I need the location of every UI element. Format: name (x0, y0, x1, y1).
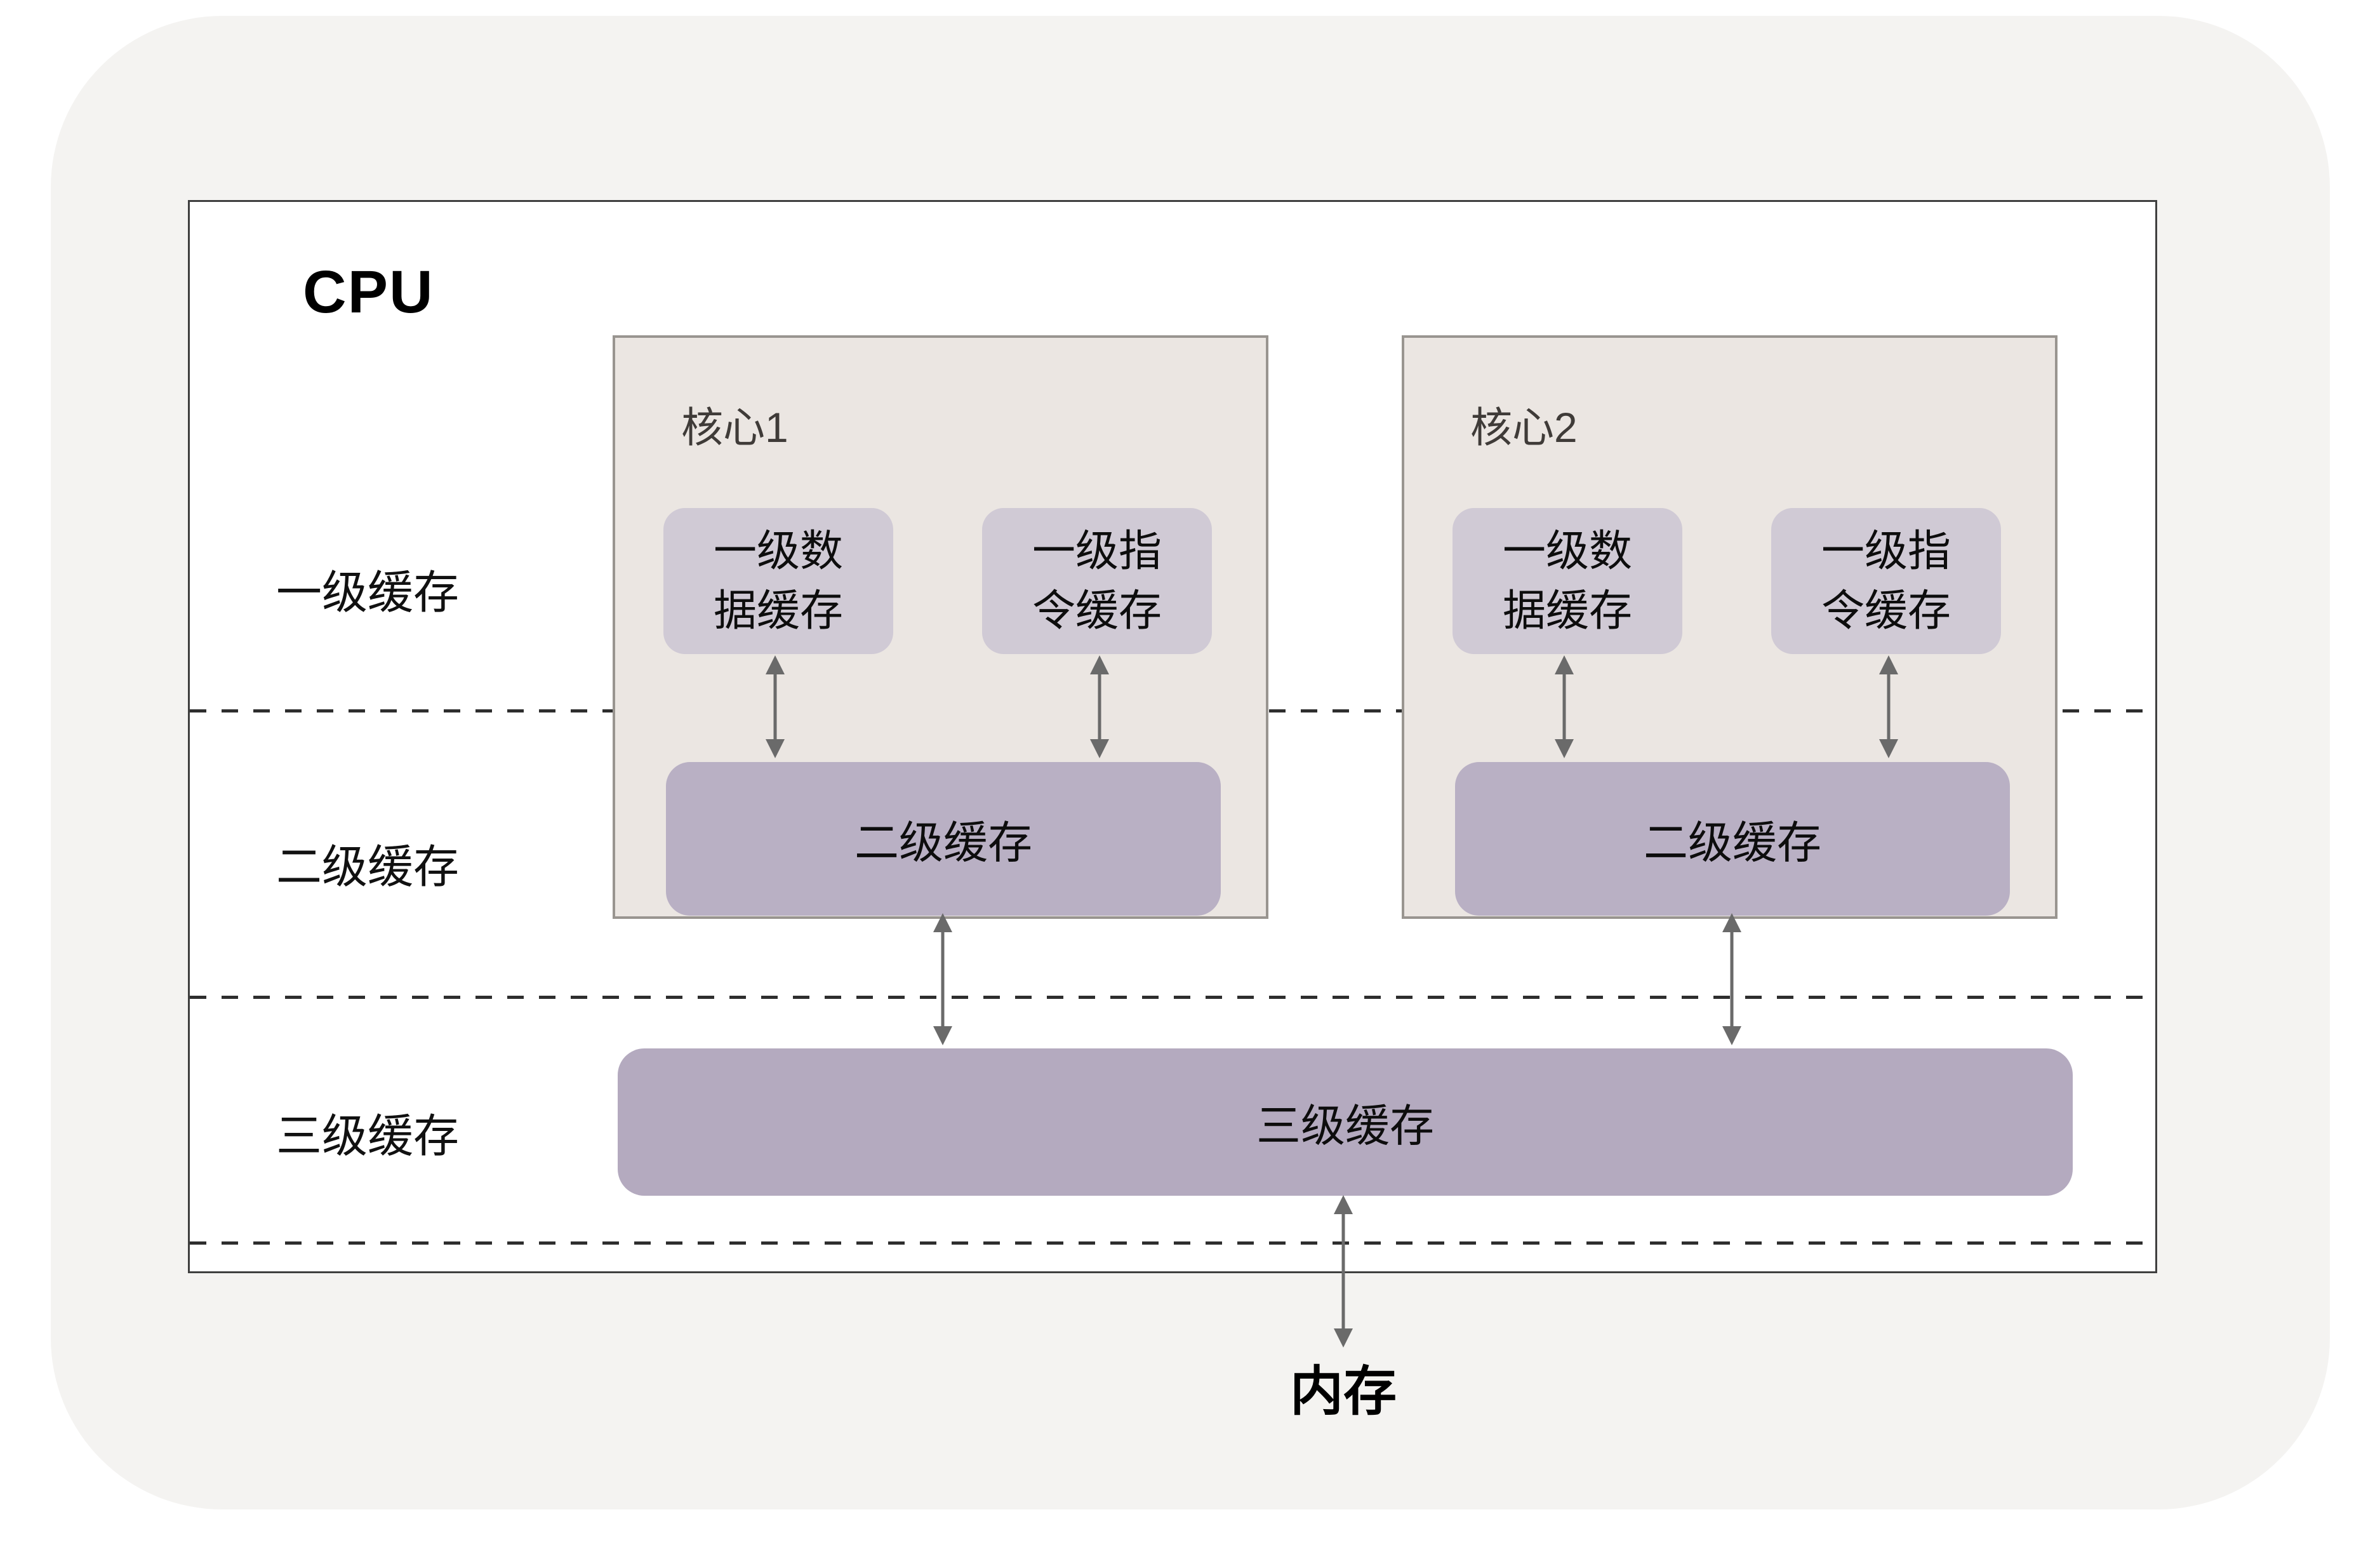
core-1-l1-instruction-cache: 一级指 令缓存 (982, 508, 1212, 654)
core-2-l1-instr-line2: 令缓存 (1821, 587, 1951, 635)
core-1-title: 核心1 (681, 404, 788, 451)
core-1-l2-cache: 二级缓存 (666, 762, 1221, 916)
arrow-shaft (1730, 928, 1734, 1030)
row-label-l2: 二级缓存 (276, 842, 459, 893)
row-label-l3: 三级缓存 (276, 1111, 459, 1162)
double-arrow-icon-core1-l2-l3 (932, 913, 954, 1045)
cpu-title: CPU (303, 258, 434, 326)
core-2-l1-data-line2: 据缓存 (1502, 587, 1632, 635)
core-2-l1-instruction-cache: 一级指 令缓存 (1771, 508, 2001, 654)
core-2-title: 核心2 (1470, 404, 1578, 451)
arrow-shaft (1341, 1210, 1345, 1332)
arrow-shaft (941, 928, 945, 1030)
core-2-l2-label: 二级缓存 (1644, 817, 1821, 867)
arrow-shaft (1098, 671, 1101, 743)
divider-l2-l3 (190, 996, 2155, 999)
row-label-l1: 一级缓存 (276, 568, 459, 619)
arrow-shaft (1887, 671, 1891, 743)
core-2-l1-data-line1: 一级数 (1502, 527, 1632, 575)
arrow-shaft (773, 671, 777, 743)
divider-l3-bottom (190, 1241, 2155, 1245)
core-2-l1-data-cache: 一级数 据缓存 (1453, 508, 1682, 654)
arrow-shaft (1562, 671, 1566, 743)
core-1-l1-instr-line1: 一级指 (1032, 527, 1162, 575)
double-arrow-icon-l3-memory (1333, 1195, 1354, 1348)
arrow-head-down-icon (933, 1026, 952, 1045)
cpu-container: CPU 一级缓存 二级缓存 三级缓存 核心1 一级数 据缓存 一级指 令缓存 二… (188, 200, 2157, 1273)
double-arrow-icon-core1-l1data-l2 (764, 655, 786, 758)
core-1-l1-data-line1: 一级数 (713, 527, 843, 575)
core-1-l1-instr-line2: 令缓存 (1032, 587, 1162, 635)
core-1-l2-label: 二级缓存 (854, 817, 1032, 867)
double-arrow-icon-core1-l1instr-l2 (1089, 655, 1110, 758)
arrow-head-down-icon (1090, 739, 1109, 758)
core-2-box: 核心2 一级数 据缓存 一级指 令缓存 二级缓存 (1402, 335, 2058, 919)
core-2-l2-cache: 二级缓存 (1455, 762, 2010, 916)
core-2-l1-instr-line1: 一级指 (1821, 527, 1951, 575)
arrow-head-down-icon (1879, 739, 1898, 758)
double-arrow-icon-core2-l2-l3 (1721, 913, 1743, 1045)
core-1-box: 核心1 一级数 据缓存 一级指 令缓存 二级缓存 (613, 335, 1268, 919)
arrow-head-down-icon (1334, 1328, 1353, 1348)
arrow-head-down-icon (1555, 739, 1574, 758)
l3-cache: 三级缓存 (618, 1048, 2073, 1196)
l3-label: 三级缓存 (1256, 1100, 1434, 1151)
core-1-l1-data-cache: 一级数 据缓存 (663, 508, 893, 654)
arrow-head-down-icon (766, 739, 785, 758)
core-1-l1-data-line2: 据缓存 (713, 587, 843, 635)
double-arrow-icon-core2-l1data-l2 (1553, 655, 1575, 758)
double-arrow-icon-core2-l1instr-l2 (1878, 655, 1899, 758)
arrow-head-down-icon (1722, 1026, 1741, 1045)
memory-label: 内存 (1289, 1361, 1397, 1421)
